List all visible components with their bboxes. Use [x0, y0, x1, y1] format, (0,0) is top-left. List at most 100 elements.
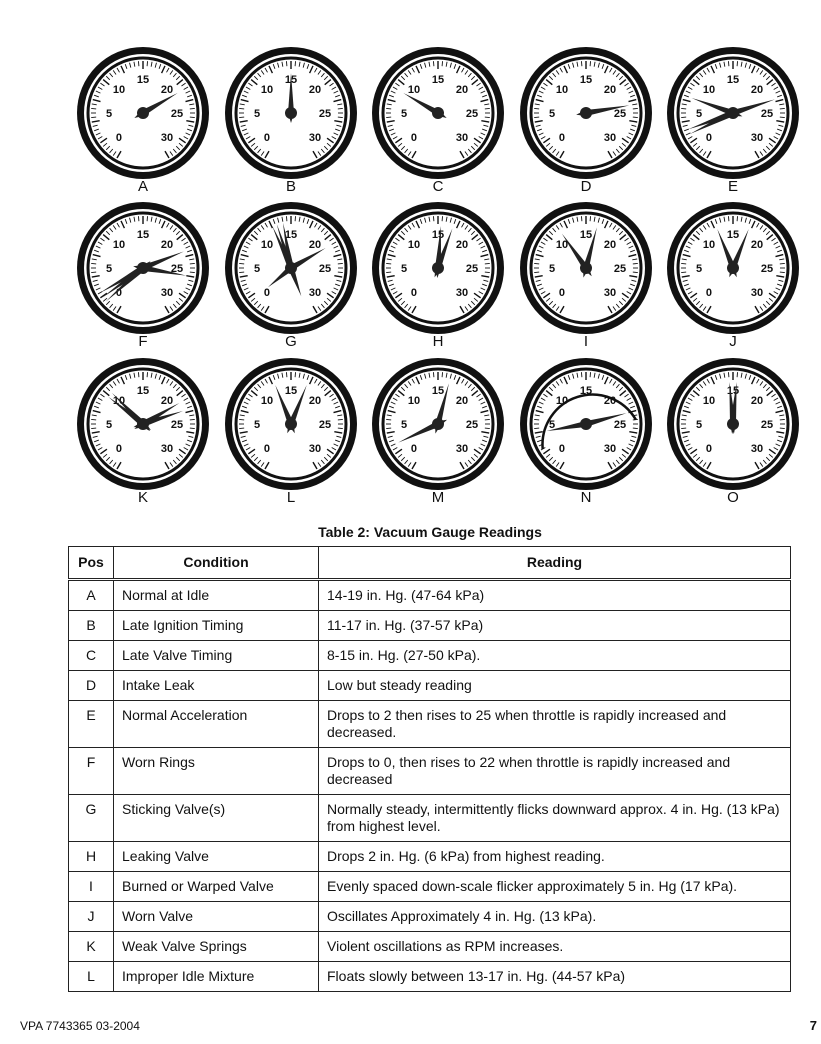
row-condition: Late Ignition Timing — [113, 610, 319, 641]
gauge-tick — [771, 82, 776, 87]
gauge-tick — [320, 148, 325, 154]
gauge-tick — [682, 124, 688, 127]
gauge-tick — [632, 258, 638, 261]
gauge-tick — [250, 453, 256, 458]
gauge-tick — [467, 459, 472, 465]
gauge-tick — [172, 227, 177, 233]
gauge-scale-label: 5 — [254, 263, 260, 275]
gauge-tick — [453, 374, 457, 380]
gauge-scale-label: 15 — [727, 74, 739, 86]
gauge-tick — [257, 459, 262, 465]
gauge-tick — [754, 305, 760, 314]
gauge-tick — [473, 292, 481, 299]
gauge-tick — [97, 136, 103, 140]
gauge-tick — [260, 70, 265, 75]
gauge-tick — [323, 456, 329, 462]
row-pos: L — [68, 961, 114, 992]
gauge-tick — [773, 86, 779, 90]
gauge-scale-label: 15 — [727, 385, 739, 397]
gauge-label: K — [138, 489, 148, 506]
gauge-tick — [632, 103, 638, 106]
gauge-tick — [702, 151, 707, 156]
gauge-tick — [771, 393, 776, 398]
gauge-tick — [400, 300, 406, 306]
gauge-tick — [397, 79, 405, 86]
gauge-tick — [768, 142, 774, 147]
gauge-tick — [178, 292, 186, 299]
gauge-scale-label: 20 — [456, 395, 468, 407]
gauge-tick — [172, 72, 177, 78]
gauge-hub — [727, 418, 739, 430]
gauge-tick — [154, 217, 157, 223]
gauge-tick — [312, 150, 318, 159]
gauge-tick — [687, 291, 693, 295]
gauge-tick — [535, 409, 544, 414]
gauge-tick — [334, 430, 343, 434]
gauge-scale-label: 30 — [604, 132, 616, 144]
gauge-tick — [626, 397, 632, 401]
gauge-tick — [478, 397, 484, 401]
gauge-tick — [386, 430, 395, 434]
gauge-tick — [333, 253, 342, 258]
gauge-tick — [388, 283, 394, 287]
gauge-tick — [629, 430, 638, 434]
gauge-tick — [335, 94, 341, 98]
gauge-tick — [105, 300, 111, 306]
gauge-tick — [601, 374, 605, 380]
gauge-tick — [692, 390, 700, 397]
gauge-scale-label: 25 — [466, 419, 478, 431]
gauge-tick — [603, 376, 609, 385]
gauge-tick — [621, 142, 627, 147]
gauge-tick — [109, 303, 114, 309]
gauge-tick — [773, 447, 779, 451]
gauge-tick — [334, 274, 343, 278]
gauge-tick — [95, 90, 101, 94]
table-header-row: Pos Condition Reading — [68, 546, 791, 581]
gauge-tick — [92, 98, 101, 103]
gauge-tick — [97, 447, 103, 451]
gauge-scale-label: 20 — [456, 84, 468, 96]
gauge-tick — [331, 291, 337, 295]
gauge-scale-label: 25 — [466, 108, 478, 120]
vacuum-gauge-b: 051015202530B — [225, 47, 357, 195]
gauge-tick — [317, 462, 322, 467]
gauge-tick — [775, 409, 784, 414]
gauge-tick — [387, 124, 393, 127]
gauge-tick — [185, 245, 191, 249]
gauge-tick — [778, 124, 784, 127]
gauge-tick — [476, 393, 481, 398]
gauge-tick — [624, 82, 629, 87]
gauge-scale-label: 30 — [161, 287, 173, 299]
gauge-tick — [690, 82, 695, 87]
row-pos: C — [68, 640, 114, 671]
gauge-label: M — [432, 489, 445, 506]
gauge-rim — [676, 56, 790, 170]
gauge-tick — [243, 245, 249, 249]
gauge-tick — [464, 225, 469, 230]
gauge-scale-label: 10 — [703, 84, 715, 96]
row-pos: D — [68, 670, 114, 701]
gauge-tick — [419, 218, 423, 224]
gauge-tick — [723, 61, 726, 67]
gauge-tick — [765, 300, 771, 306]
gauge-tick — [306, 218, 310, 224]
gauge-tick — [93, 283, 99, 287]
gauge-tick — [536, 405, 542, 409]
gauge-tick — [559, 305, 565, 314]
gauge-tick — [628, 132, 634, 136]
gauge-tick — [612, 70, 617, 75]
gauge-tick — [626, 241, 632, 245]
gauge-tick — [473, 453, 479, 458]
gauge-tick — [702, 381, 707, 386]
gauge-tick — [567, 374, 571, 380]
gauge-scale-label: 30 — [309, 132, 321, 144]
gauge-tick — [535, 253, 544, 258]
gauge-tick — [178, 137, 186, 144]
gauge-tick — [392, 447, 398, 451]
gauge-scale-label: 15 — [580, 229, 592, 241]
gauge-tick — [185, 132, 191, 136]
gauge-tick — [552, 383, 557, 389]
gauge-tick — [169, 462, 174, 467]
